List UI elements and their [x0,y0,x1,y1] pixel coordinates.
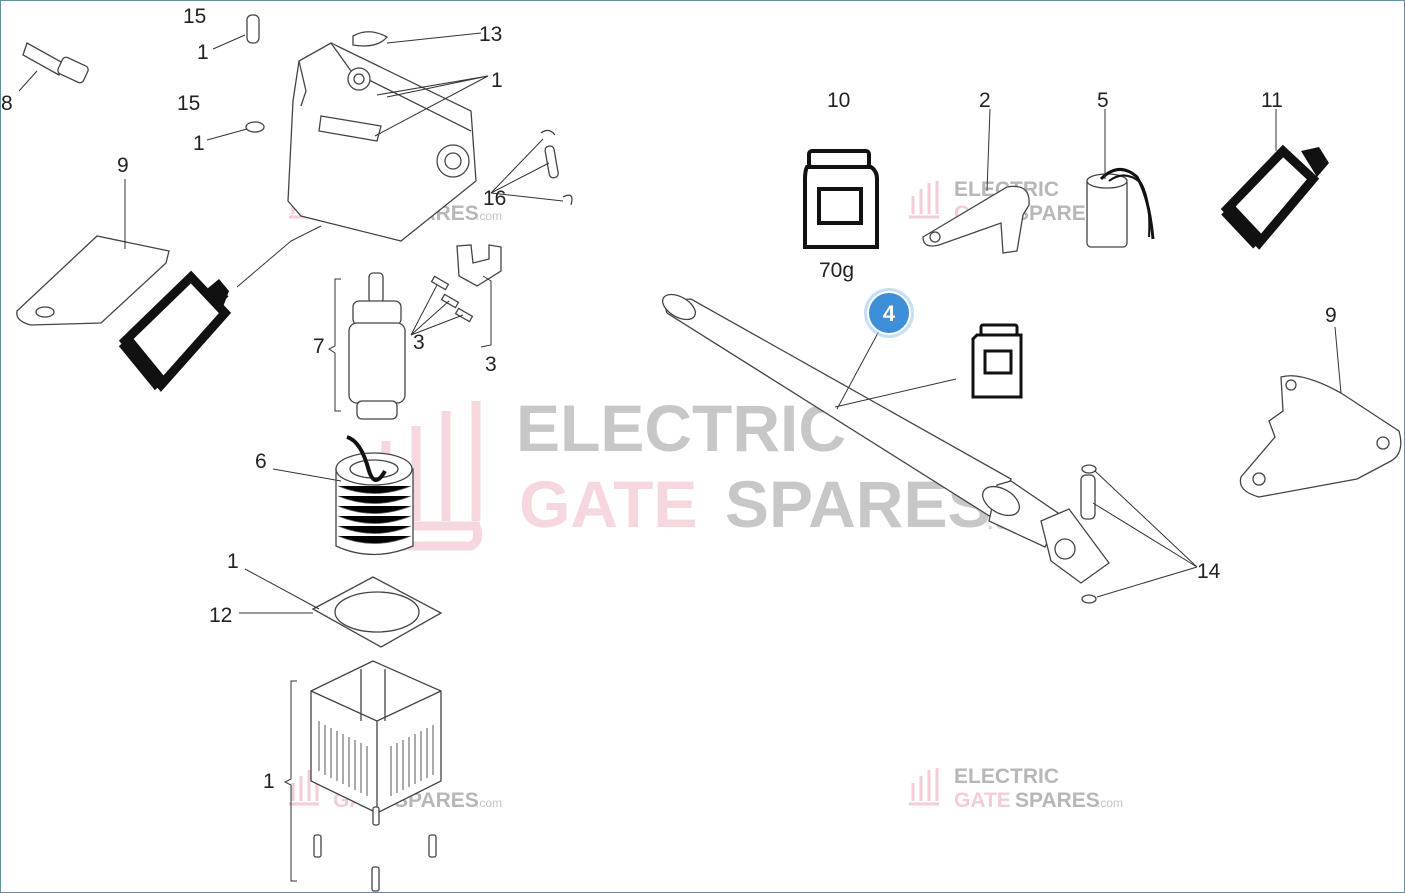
watermark-small-logo-icon [289,768,319,806]
callout-13: 13 [479,23,502,46]
mounting-clip-part [456,244,502,287]
watermark-small-logo-icon [909,181,939,219]
watermark-small-logo-icon [909,768,939,806]
bracket-right-part [1239,375,1402,498]
lower-housing-part [283,660,442,882]
clip-pin-part [540,129,573,206]
screws-part [430,275,474,323]
callout-1-pin: 1 [197,41,209,64]
small-grease-jar-icon [971,323,1023,399]
stator-coil-part [335,435,414,556]
callout-11: 11 [1261,89,1283,112]
actuator-tube-part [661,293,1110,584]
spindle-assembly-part [328,272,406,420]
callout-labels: 15 1 13 1 8 15 1 9 16 7 3 3 10 2 5 11 70… [1,5,1337,793]
watermark-small-spares: SPARES [1015,202,1100,225]
watermark-small-gate: GATE [954,789,1011,812]
part-4-badge-label: 4 [883,301,896,326]
callout-10: 10 [827,89,850,112]
callout-6: 6 [255,450,267,473]
pin-washers-part [1080,464,1097,604]
callout-1-housing: 1 [491,69,503,92]
grease-tube-left-icon [118,270,232,392]
callout-5: 5 [1097,89,1109,112]
watermark-gate: GATE [519,467,697,541]
callout-8: 8 [1,92,13,115]
callout-1-washer: 1 [193,132,205,155]
bracket-left-part [16,235,170,326]
gasket-part [311,576,443,648]
callout-9-right: 9 [1325,304,1337,327]
watermark-line1: ELECTRIC [516,391,846,465]
watermark-small-4: ELECTRIC GATE SPARES .com [909,765,1123,812]
callout-1-lower: 1 [263,770,275,793]
watermark-small-spares: SPARES [394,789,479,812]
cap-part [352,31,389,47]
washer-part [245,121,265,133]
callout-14: 14 [1197,560,1221,583]
callout-15-washer: 15 [177,92,200,115]
callout-1-gasket: 1 [227,550,239,573]
callout-7: 7 [313,335,325,358]
watermark-small-line1: ELECTRIC [954,765,1059,788]
watermark-small-suffix: .com [476,209,502,223]
release-key-part [922,185,1030,254]
grease-jar-icon [803,149,879,249]
grease-tube-right-icon [1220,144,1329,250]
callout-12: 12 [209,604,232,627]
motor-housing-part [287,42,477,242]
callout-2: 2 [979,89,991,112]
callout-15-top: 15 [183,5,206,28]
watermark-small-suffix: .com [1097,796,1123,810]
watermark-small-suffix: .com [476,796,502,810]
callout-16: 16 [483,187,506,210]
cable-gland-part [22,42,89,84]
jar-weight-label: 70g [819,259,854,282]
bolts-part [313,806,437,892]
part-4-badge[interactable]: 4 [864,288,914,338]
callout-3-clip: 3 [485,353,497,376]
callout-9-left: 9 [117,154,129,177]
watermark-small-spares: SPARES [1015,789,1100,812]
pin-part [246,14,260,44]
leader-lines [18,32,1342,614]
callout-3-screws: 3 [413,331,425,354]
capacitor-part [1086,168,1155,248]
